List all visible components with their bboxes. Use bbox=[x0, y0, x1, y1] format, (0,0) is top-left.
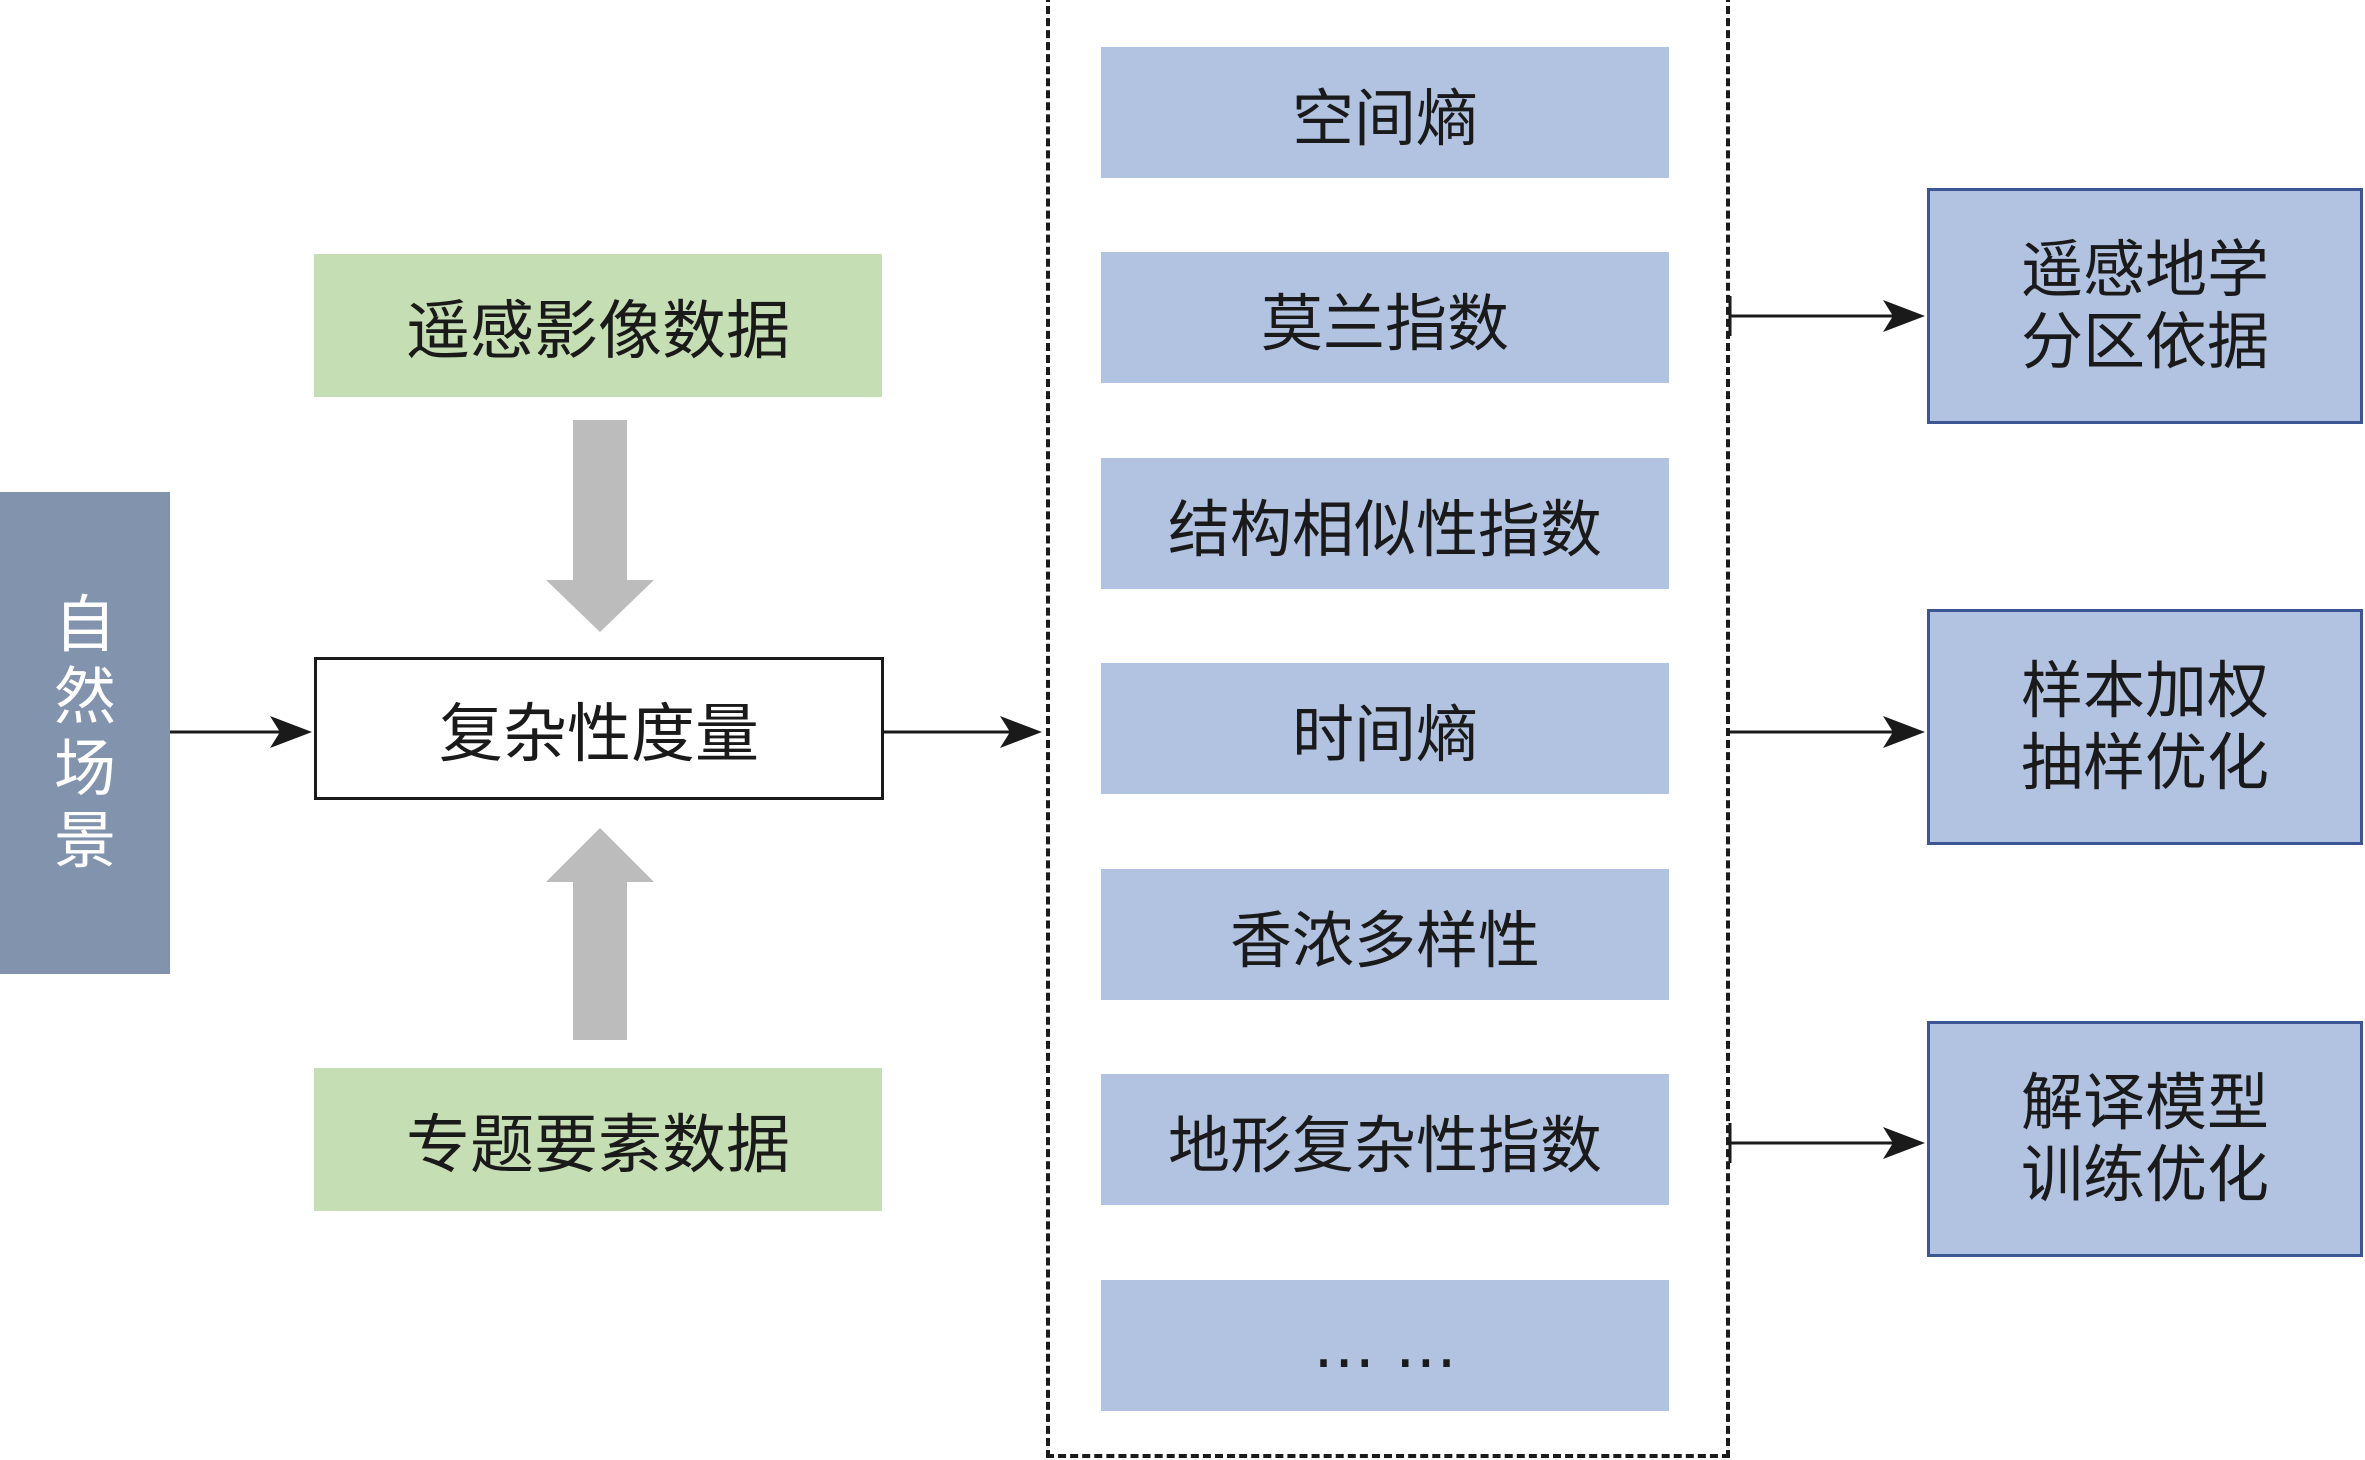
metric-label: 地形复杂性指数 bbox=[1167, 1108, 1602, 1182]
metric-box: 时间熵 bbox=[1101, 663, 1669, 794]
metric-box: … … bbox=[1101, 1280, 1669, 1411]
measure-label: 复杂性度量 bbox=[439, 697, 759, 772]
remote-sensing-label: 遥感影像数据 bbox=[406, 294, 790, 369]
metric-label: 时间熵 bbox=[1291, 697, 1478, 771]
metric-box: 结构相似性指数 bbox=[1101, 458, 1669, 589]
measure-box: 复杂性度量 bbox=[314, 657, 884, 800]
result-label: 遥感地学分区依据 bbox=[2020, 233, 2269, 378]
metric-label: 结构相似性指数 bbox=[1167, 492, 1602, 566]
result-label: 样本加权抽样优化 bbox=[2020, 654, 2269, 799]
metric-label: 香浓多样性 bbox=[1229, 903, 1540, 977]
arrowhead bbox=[1883, 716, 1925, 748]
gray-arrow-up bbox=[546, 828, 654, 1040]
thematic-label: 专题要素数据 bbox=[406, 1108, 790, 1183]
result-box: 样本加权抽样优化 bbox=[1927, 609, 2363, 845]
metric-box: 莫兰指数 bbox=[1101, 252, 1669, 383]
result-box: 解译模型训练优化 bbox=[1927, 1021, 2363, 1257]
metrics-frame bbox=[1046, 0, 1730, 1458]
metric-box: 香浓多样性 bbox=[1101, 869, 1669, 1000]
arrowhead bbox=[1883, 1127, 1925, 1159]
scene-box: 自然场景 bbox=[0, 492, 170, 974]
metric-box: 空间熵 bbox=[1101, 47, 1669, 178]
result-label: 解译模型训练优化 bbox=[2020, 1066, 2269, 1211]
metric-label: 空间熵 bbox=[1291, 81, 1478, 155]
thematic-box: 专题要素数据 bbox=[314, 1068, 882, 1211]
gray-arrow-down bbox=[546, 420, 654, 632]
metric-box: 地形复杂性指数 bbox=[1101, 1074, 1669, 1205]
metric-label: … … bbox=[1313, 1309, 1457, 1382]
arrowhead bbox=[1883, 300, 1925, 332]
scene-label: 自然场景 bbox=[53, 588, 116, 877]
metric-label: 莫兰指数 bbox=[1260, 286, 1509, 360]
arrowhead bbox=[1000, 716, 1042, 748]
arrowhead bbox=[270, 716, 312, 748]
remote-sensing-box: 遥感影像数据 bbox=[314, 254, 882, 397]
result-box: 遥感地学分区依据 bbox=[1927, 188, 2363, 424]
